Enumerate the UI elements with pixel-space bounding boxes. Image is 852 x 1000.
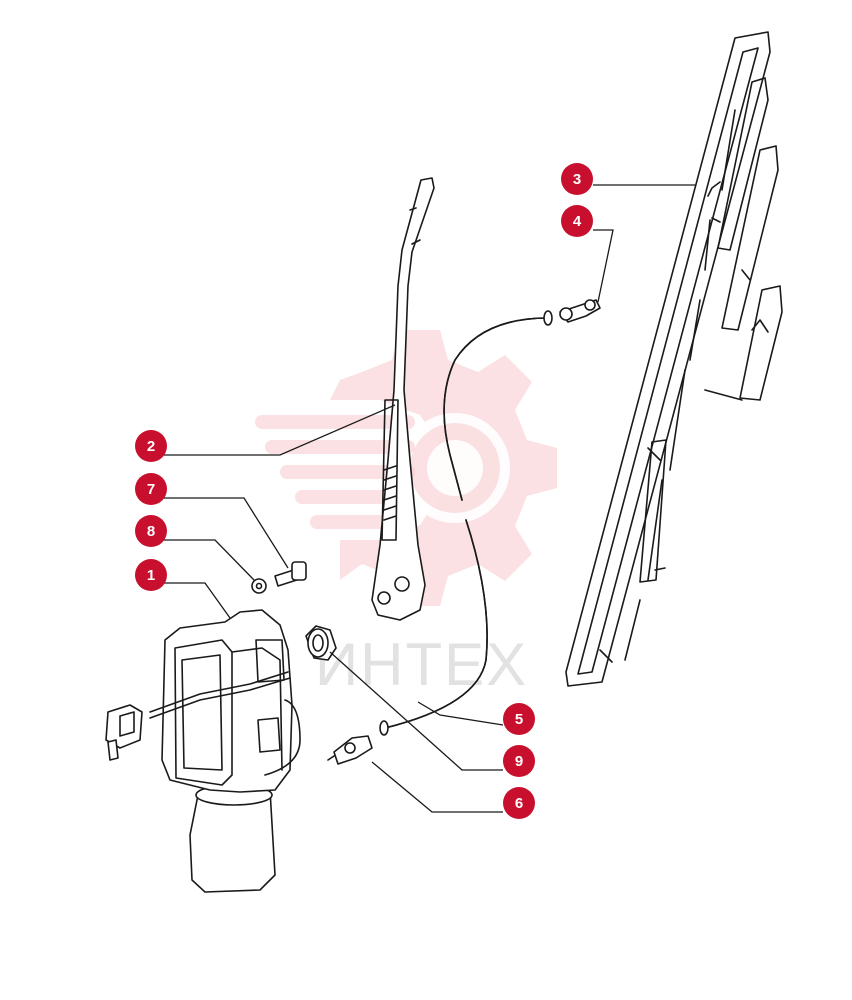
callout-2: 2 — [135, 430, 167, 462]
leader-line-2 — [153, 404, 396, 456]
leader-line-1 — [153, 582, 231, 619]
leader-line-4 — [593, 229, 614, 303]
leader-line-9 — [329, 651, 503, 771]
callout-3-label: 3 — [573, 171, 581, 188]
nozzle — [327, 735, 373, 765]
leader-line-7 — [153, 497, 289, 569]
callout-5-label: 5 — [515, 711, 523, 728]
bolt — [274, 561, 307, 587]
washer — [251, 578, 267, 594]
leader-line-8 — [153, 539, 255, 581]
watermark-text: ИНТЕХ — [315, 631, 528, 698]
callout-3: 3 — [561, 163, 593, 195]
leader-line-6 — [371, 761, 503, 813]
callout-4-label: 4 — [573, 213, 582, 230]
callout-1-label: 1 — [147, 567, 155, 584]
wiper-arm — [371, 177, 435, 621]
callout-9: 9 — [503, 745, 535, 777]
wiper-motor — [105, 609, 301, 893]
grommet — [305, 625, 337, 661]
callout-4: 4 — [561, 205, 593, 237]
callout-6-label: 6 — [515, 795, 523, 812]
callout-8-label: 8 — [147, 523, 155, 540]
callout-9-label: 9 — [515, 753, 523, 770]
callout-8: 8 — [135, 515, 167, 547]
leader-lines — [153, 184, 695, 813]
callout-2-label: 2 — [147, 438, 155, 455]
callout-6: 6 — [503, 787, 535, 819]
callout-5: 5 — [503, 703, 535, 735]
blade-clip — [559, 299, 601, 323]
callout-7: 7 — [135, 473, 167, 505]
callout-1: 1 — [135, 559, 167, 591]
wiper-blade — [565, 31, 783, 687]
leader-line-5 — [417, 701, 504, 726]
callout-7-label: 7 — [147, 481, 155, 498]
